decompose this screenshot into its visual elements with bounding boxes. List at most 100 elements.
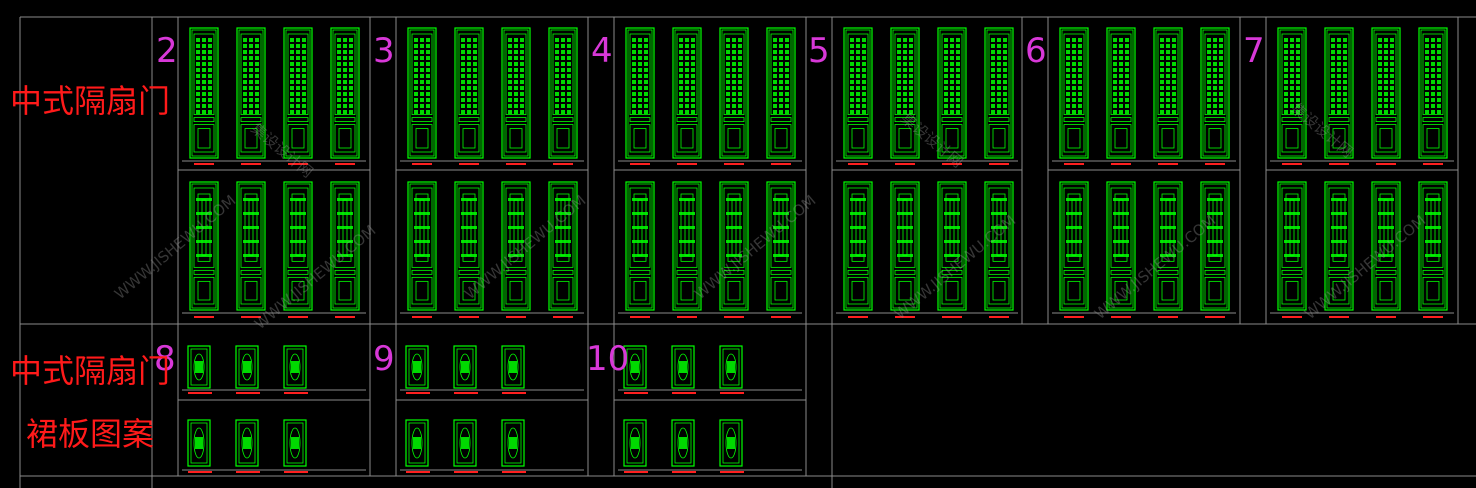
lattice-cell <box>520 110 524 114</box>
lattice-cell <box>1078 50 1082 54</box>
lattice-cell <box>779 74 783 78</box>
lattice-cell <box>638 44 642 48</box>
door-inner-frame <box>409 183 435 309</box>
door-middle-rail <box>941 269 963 275</box>
lattice-cell <box>555 56 559 60</box>
door-bottom-panel <box>552 124 574 153</box>
panel-inner <box>674 348 692 386</box>
lattice-cell <box>1343 38 1347 42</box>
row-title-top: 中式隔扇门 <box>10 82 170 120</box>
lattice-cell <box>561 80 565 84</box>
lattice-cell <box>726 104 730 108</box>
lattice-cell <box>202 44 206 48</box>
lattice-cell <box>691 50 695 54</box>
lattice-cell <box>343 38 347 42</box>
door-lattice-panel <box>505 33 527 115</box>
lattice-cell <box>732 74 736 78</box>
lattice-cell <box>255 104 259 108</box>
door-bottom-panel <box>240 124 262 153</box>
lattice-cell <box>1172 56 1176 60</box>
lattice-cell <box>1113 56 1117 60</box>
lattice-cell <box>349 74 353 78</box>
lattice-cell <box>632 104 636 108</box>
lattice-cell <box>302 80 306 84</box>
lattice-rail <box>726 254 742 257</box>
lattice-cell <box>1431 62 1435 66</box>
lattice-cell <box>1172 74 1176 78</box>
watermark-cn: 集设设计网 <box>897 109 966 171</box>
door-lattice-panel <box>1281 187 1303 268</box>
lattice-cell <box>897 110 901 114</box>
door-inner-frame <box>456 29 482 157</box>
lattice-cell <box>514 62 518 66</box>
lattice-cell <box>508 110 512 114</box>
door-inner-frame <box>332 183 358 309</box>
lattice-cell <box>1213 50 1217 54</box>
lattice-cell <box>208 104 212 108</box>
door-frame <box>672 27 702 159</box>
lattice-cell <box>1296 56 1300 60</box>
door-frame <box>283 27 313 159</box>
lattice-cell <box>1166 50 1170 54</box>
panel-label <box>188 392 212 394</box>
lattice-cell <box>685 86 689 90</box>
lattice-cell <box>1213 44 1217 48</box>
lattice-cell <box>1296 86 1300 90</box>
lattice-cell <box>632 98 636 102</box>
lattice-cell <box>850 110 854 114</box>
door-middle-rail <box>770 269 792 275</box>
lattice-rail <box>726 240 742 243</box>
door-bottom-panel <box>458 124 480 153</box>
door-label <box>677 316 697 318</box>
watermark-text: WWW.JISHEWU.COM <box>461 191 589 303</box>
door-label <box>1111 163 1131 165</box>
lattice-cell <box>296 104 300 108</box>
lattice-cell <box>202 92 206 96</box>
section-number: 6 <box>1025 31 1047 71</box>
lattice-cell <box>950 104 954 108</box>
lattice-cell <box>726 110 730 114</box>
panel-motif <box>725 427 737 459</box>
lattice-cell <box>732 80 736 84</box>
lattice-cell <box>555 44 559 48</box>
lattice-cell <box>337 86 341 90</box>
lattice-cell <box>773 50 777 54</box>
door-elevation <box>501 27 531 159</box>
lattice-cell <box>956 44 960 48</box>
lattice-cell <box>508 44 512 48</box>
lattice-cell <box>243 98 247 102</box>
lattice-cell <box>255 38 259 42</box>
lattice-cell <box>738 80 742 84</box>
door-bottom-inner <box>1332 128 1346 149</box>
lattice-cell <box>773 92 777 96</box>
lattice-cell <box>1384 50 1388 54</box>
lattice-cell <box>1003 74 1007 78</box>
lattice-cell <box>196 80 200 84</box>
lattice-cell <box>691 86 695 90</box>
door-bottom-inner <box>509 280 523 301</box>
lattice-rail <box>461 240 477 243</box>
lattice-cell <box>1378 44 1382 48</box>
lattice-cell <box>1113 98 1117 102</box>
lattice-cell <box>991 98 995 102</box>
panel-inner <box>238 422 256 464</box>
lattice-cell <box>785 68 789 72</box>
panel-inner <box>190 348 208 386</box>
lattice-cell <box>738 104 742 108</box>
lattice-rail <box>461 254 477 257</box>
lattice-cell <box>343 98 347 102</box>
door-middle-rail <box>1328 269 1350 275</box>
lattice-cell <box>738 110 742 114</box>
lattice-cell <box>1284 80 1288 84</box>
lattice-rail <box>1207 226 1223 229</box>
lattice-cell <box>726 62 730 66</box>
lattice-cell <box>726 74 730 78</box>
lattice-cell <box>691 38 695 42</box>
lattice-cell <box>290 86 294 90</box>
lattice-rail <box>1284 212 1300 215</box>
lattice-cell <box>1003 38 1007 42</box>
lattice-cell <box>243 62 247 66</box>
door-lattice-panel <box>676 187 698 268</box>
section-number: 8 <box>154 339 176 379</box>
skirt-panel <box>235 345 259 389</box>
